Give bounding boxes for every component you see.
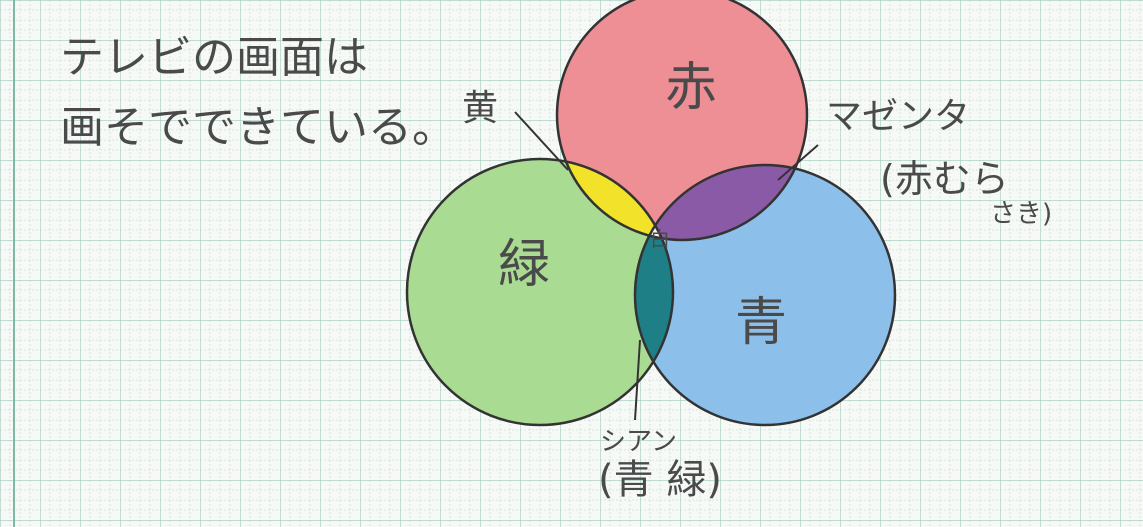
note-line-2: 画そでできている。 [60, 102, 456, 153]
green-circle-outline [405, 157, 675, 427]
note-line-1: テレビの画面は [60, 32, 368, 83]
red-circle-outline [555, 0, 809, 242]
magenta-overlap [635, 165, 807, 240]
blue-circle-outline [633, 163, 897, 427]
magenta-sub-2: さき) [990, 199, 1052, 229]
green-label: 緑 [498, 235, 550, 295]
magenta-sub-1: (赤むら [880, 157, 1009, 201]
cyan-leader-line [634, 339, 641, 421]
magenta-leader-line [777, 144, 819, 181]
cyan-label: シアン [600, 427, 677, 457]
cyan-sub: (青 緑) [598, 457, 722, 503]
yellow-label: 黄 [462, 88, 498, 129]
green-circle [407, 159, 673, 425]
magenta-label: マゼンタ [826, 96, 970, 137]
red-label: 赤 [665, 58, 717, 118]
white-label: 白 [650, 227, 670, 251]
yellow-leader-line [514, 111, 569, 171]
blue-label: 青 [735, 293, 787, 353]
